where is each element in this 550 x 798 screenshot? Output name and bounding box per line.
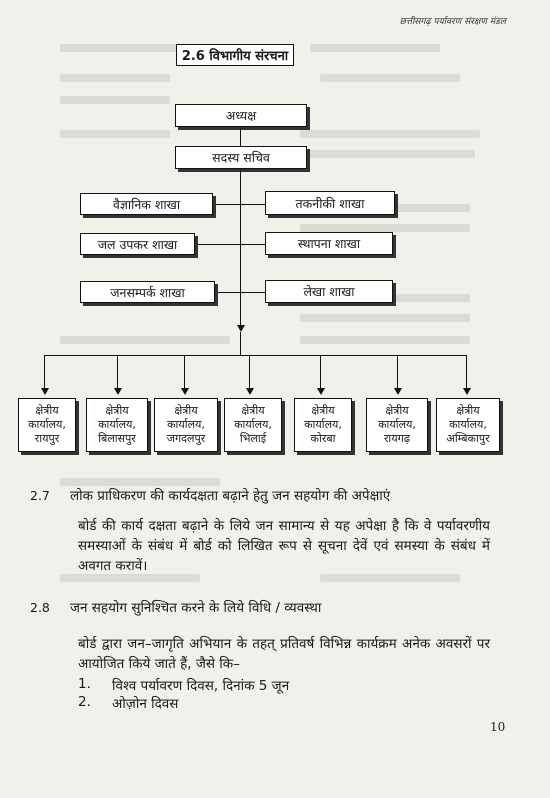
org-box-branch-water-cess: जल उपकर शाखा	[80, 233, 195, 255]
arrow-down-icon	[180, 388, 189, 395]
org-box-chairman: अध्यक्ष	[175, 104, 307, 127]
office-city: भिलाई	[239, 432, 267, 445]
section-paragraph: बोर्ड द्वारा जन–जागृति अभियान के तहत् प्…	[78, 636, 490, 672]
show-through-text	[60, 74, 170, 82]
connector-line	[44, 355, 467, 357]
office-label-line: क्षेत्रीय	[311, 404, 335, 417]
office-city: अम्बिकापुर	[446, 432, 490, 445]
org-box-branch-scientific: वैज्ञानिक शाखा	[80, 193, 213, 215]
office-label-line: कार्यालय,	[378, 418, 416, 431]
arrow-down-icon	[245, 388, 254, 395]
connector-line	[215, 292, 265, 294]
office-label-line: क्षेत्रीय	[385, 404, 409, 417]
show-through-text	[60, 574, 200, 582]
show-through-text	[60, 96, 170, 104]
office-city: जगदलपुर	[166, 432, 206, 445]
office-label-line: क्षेत्रीय	[174, 404, 198, 417]
office-city: कोरबा	[310, 432, 336, 445]
connector-line	[44, 355, 46, 388]
connector-line	[320, 355, 322, 388]
show-through-text	[310, 44, 440, 52]
office-label-line: क्षेत्रीय	[241, 404, 265, 417]
org-box-member-secretary: सदस्य सचिव	[175, 146, 307, 169]
office-label-line: क्षेत्रीय	[105, 404, 129, 417]
connector-line	[397, 355, 399, 388]
org-chart-title: 2.6 विभागीय संरचना	[176, 44, 294, 66]
show-through-text	[320, 574, 460, 582]
office-label-line: कार्यालय,	[167, 418, 205, 431]
arrow-down-icon	[316, 388, 325, 395]
show-through-text	[60, 44, 180, 52]
arrow-down-icon	[113, 388, 122, 395]
section-heading: जन सहयोग सुनिश्चित करने के लिये विधि / व…	[70, 600, 322, 616]
list-item: ओज़ोन दिवस	[112, 696, 179, 712]
org-spine-line	[240, 170, 242, 325]
connector-line	[466, 355, 468, 388]
org-box-branch-public-relations: जनसम्पर्क शाखा	[80, 281, 215, 303]
org-box-branch-accounts: लेखा शाखा	[265, 280, 393, 303]
show-through-text	[300, 314, 470, 322]
list-item-number: 2.	[78, 694, 91, 710]
office-label-line: कार्यालय,	[304, 418, 342, 431]
connector-line	[117, 355, 119, 388]
page-number: 10	[490, 720, 506, 734]
show-through-text	[300, 336, 470, 344]
office-city: रायगढ़	[383, 432, 411, 445]
section-paragraph: बोर्ड की कार्य दक्षता बढ़ाने के लिये जन …	[78, 518, 490, 574]
show-through-text	[60, 336, 230, 344]
section-number: 2.7	[30, 488, 50, 503]
list-item: विश्व पर्यावरण दिवस, दिनांक 5 जून	[112, 678, 290, 694]
connector-line	[195, 244, 265, 246]
connector-line	[249, 355, 251, 388]
office-label-line: कार्यालय,	[98, 418, 136, 431]
office-city: बिलासपुर	[98, 432, 136, 445]
show-through-text	[300, 150, 475, 158]
office-label-line: कार्यालय,	[449, 418, 487, 431]
show-through-text	[320, 204, 470, 212]
office-label-line: कार्यालय,	[28, 418, 66, 431]
arrow-down-icon	[236, 325, 245, 332]
section-number: 2.8	[30, 600, 50, 615]
connector-line	[240, 128, 242, 146]
office-label-line: कार्यालय,	[234, 418, 272, 431]
connector-line	[184, 355, 186, 388]
arrow-down-icon	[393, 388, 402, 395]
org-box-branch-establishment: स्थापना शाखा	[265, 232, 393, 255]
office-city: रायपुर	[34, 432, 60, 445]
section-heading: लोक प्राधिकरण की कार्यदक्षता बढ़ाने हेतु…	[70, 488, 391, 504]
org-box-branch-technical: तकनीकी शाखा	[265, 191, 395, 215]
show-through-text	[60, 130, 170, 138]
show-through-text	[300, 130, 480, 138]
running-header: छत्तीसगढ़ पर्यावरण संरक्षण मंडल	[399, 17, 506, 27]
connector-line	[213, 204, 265, 206]
show-through-text	[300, 224, 470, 232]
connector-line	[240, 332, 242, 355]
show-through-text	[60, 478, 220, 486]
arrow-down-icon	[462, 388, 471, 395]
office-label-line: क्षेत्रीय	[456, 404, 480, 417]
list-item-number: 1.	[78, 676, 91, 692]
arrow-down-icon	[40, 388, 49, 395]
office-label-line: क्षेत्रीय	[35, 404, 59, 417]
show-through-text	[320, 74, 460, 82]
